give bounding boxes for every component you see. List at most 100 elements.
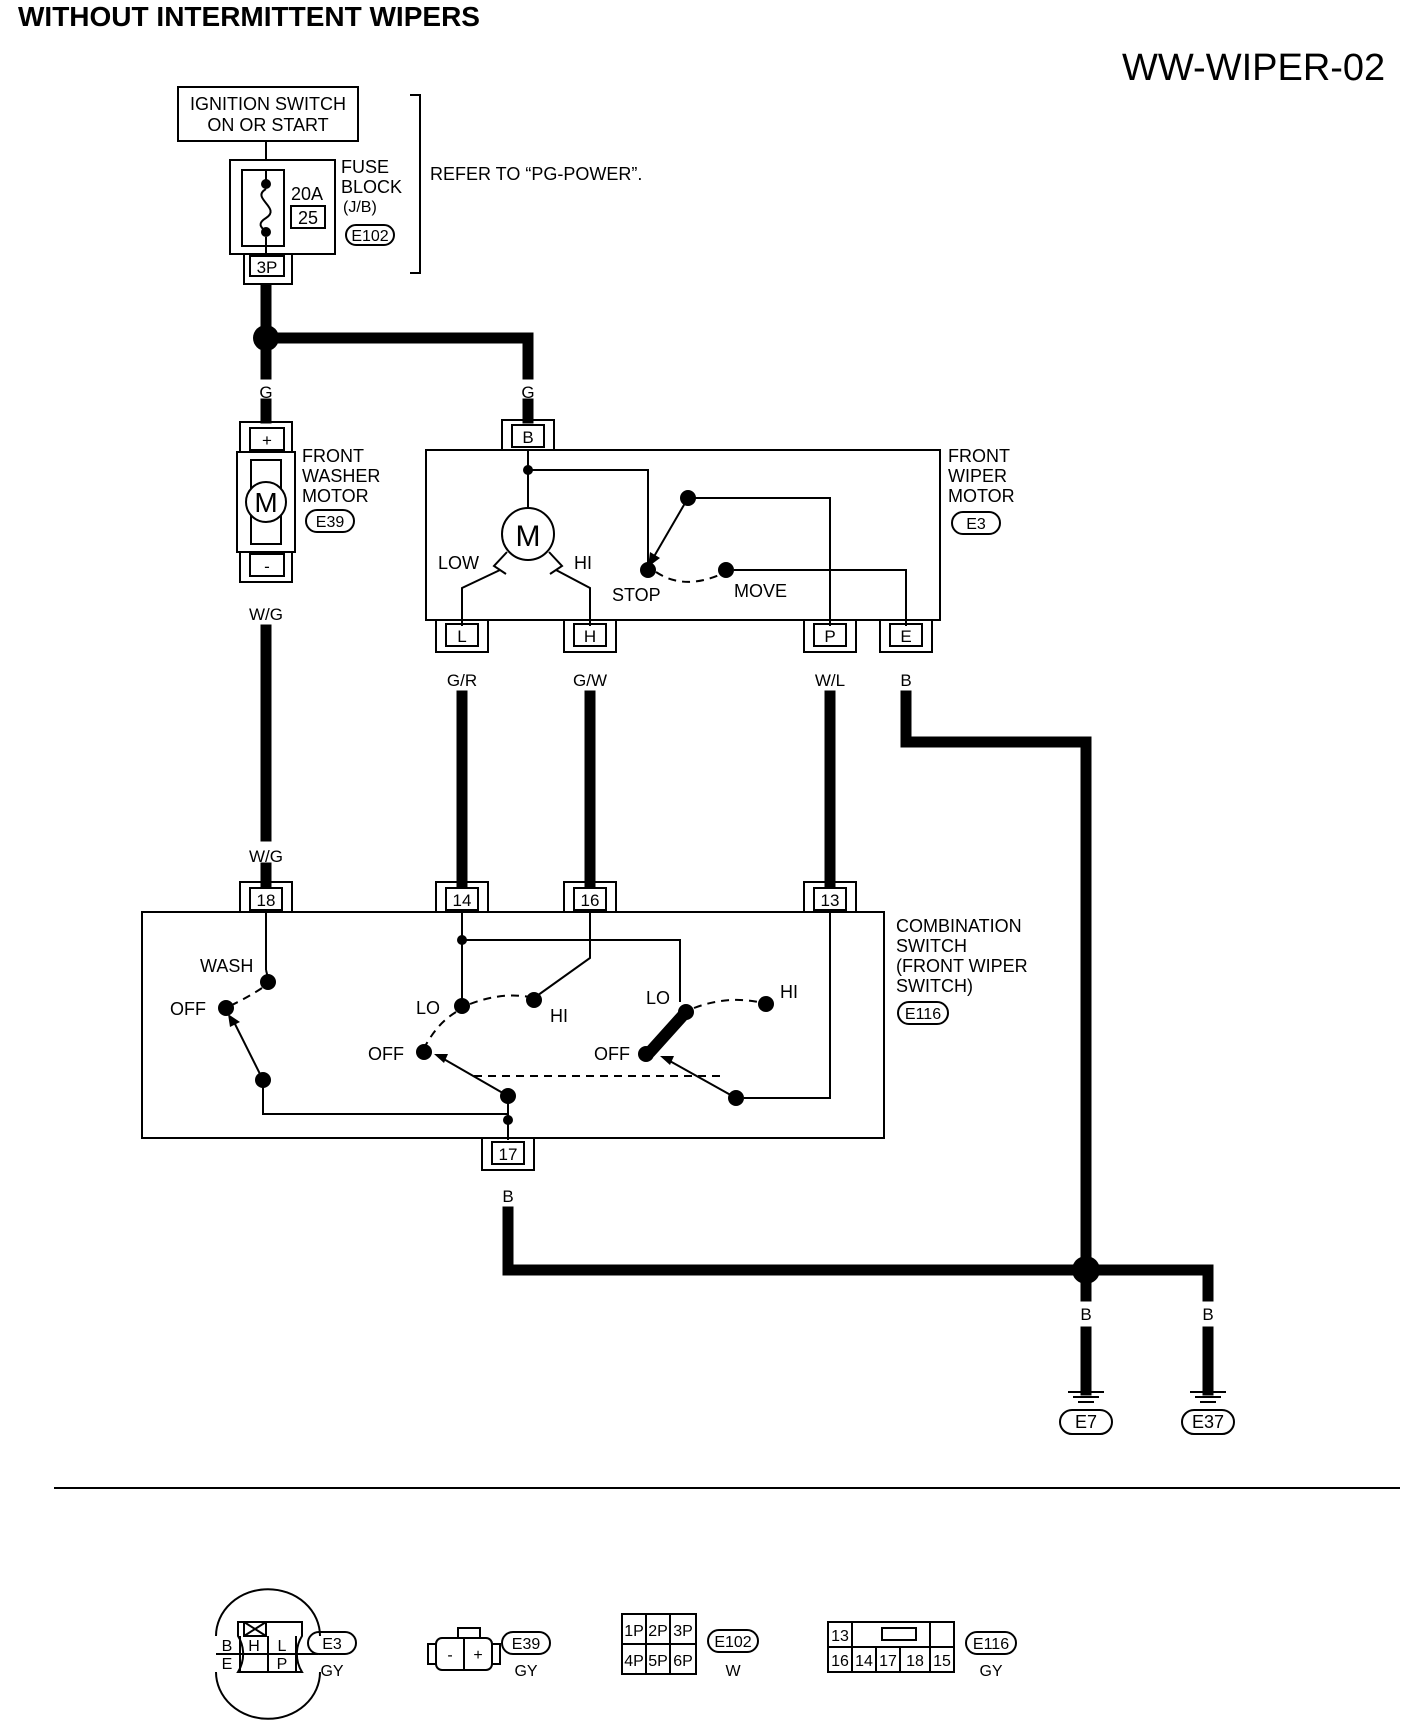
- e102-pin-4p: 4P: [624, 1653, 644, 1670]
- washer-connector-id: E39: [316, 514, 345, 531]
- e116-pin-18: 18: [906, 1653, 924, 1670]
- wire-label-b-e7: B: [1080, 1305, 1091, 1324]
- fuse-pin-3p: 3P: [257, 258, 278, 277]
- e3-pin-b: B: [222, 1638, 233, 1655]
- wire-label-g-left: G: [259, 383, 272, 402]
- wiper-pin-l: L: [457, 627, 466, 646]
- refer-note: REFER TO “PG-POWER”.: [430, 164, 642, 184]
- switch-label-2: SWITCH: [896, 936, 967, 956]
- e39-pin-minus: -: [447, 1647, 452, 1664]
- e3-pin-e: E: [222, 1656, 233, 1673]
- wiper-pin-b: B: [522, 428, 533, 447]
- e102-pin-1p: 1P: [624, 1623, 644, 1640]
- diagram-code: WW-WIPER-02: [1122, 47, 1385, 89]
- e102-view-color: W: [725, 1663, 741, 1680]
- e3-view-id: E3: [322, 1636, 342, 1653]
- wiper-connector-id: E3: [966, 516, 986, 533]
- switch-lo-1: LO: [416, 998, 440, 1018]
- ignition-label-2: ON OR START: [207, 115, 328, 135]
- fuse-amperage: 20A: [291, 184, 323, 204]
- switch-lo-2: LO: [646, 988, 670, 1008]
- switch-off-1: OFF: [170, 999, 206, 1019]
- wire-label-b-17: B: [502, 1187, 513, 1206]
- connector-view-e102: 1P 2P 3P 4P 5P 6P E102 W: [621, 1613, 759, 1680]
- wire-label-wg-top: W/G: [249, 605, 283, 624]
- washer-minus: -: [264, 557, 270, 576]
- switch-hi-2: HI: [780, 982, 798, 1002]
- fuse-block-label-2: BLOCK: [341, 177, 402, 197]
- e116-view-color: GY: [979, 1663, 1002, 1680]
- switch-off-2: OFF: [368, 1044, 404, 1064]
- diagram-title: WITHOUT INTERMITTENT WIPERS: [18, 1, 480, 32]
- wiper-low-label: LOW: [438, 553, 479, 573]
- e116-view-id: E116: [973, 1636, 1009, 1653]
- combination-switch: 18 14 16 13 WASH OFF: [141, 881, 1028, 1171]
- wire-label-wg-bottom: W/G: [249, 847, 283, 866]
- e116-pin-16: 16: [831, 1653, 849, 1670]
- front-wiper-motor: B M LOW HI STOP MOVE FRONT WIPER MOTOR E…: [425, 419, 1015, 653]
- switch-label-3: (FRONT WIPER: [896, 956, 1028, 976]
- wiper-hi-label: HI: [574, 553, 592, 573]
- wiper-label-1: FRONT: [948, 446, 1010, 466]
- ground-e7: E7: [1059, 1391, 1113, 1435]
- switch-wash-label: WASH: [200, 956, 253, 976]
- fuse-block-label-3: (J/B): [343, 199, 377, 216]
- e116-pin-15: 15: [933, 1653, 951, 1670]
- wiper-label-3: MOTOR: [948, 486, 1015, 506]
- e102-pin-5p: 5P: [648, 1653, 668, 1670]
- e116-pin-13: 13: [831, 1628, 849, 1645]
- wiper-label-2: WIPER: [948, 466, 1007, 486]
- washer-label-1: FRONT: [302, 446, 364, 466]
- fuse-icon: [259, 188, 272, 233]
- fuse-block-label-1: FUSE: [341, 157, 389, 177]
- e39-view-id: E39: [512, 1636, 541, 1653]
- wiper-motor-icon: [501, 507, 555, 561]
- wiper-pin-h: H: [584, 627, 596, 646]
- fuse-block: 20A 25 FUSE BLOCK (J/B) E102 3P: [229, 157, 402, 285]
- wiper-move-label: MOVE: [734, 581, 787, 601]
- switch-pin-14: 14: [453, 891, 472, 910]
- connector-view-e39: - + E39 GY: [427, 1627, 551, 1680]
- ignition-switch: IGNITION SWITCH ON OR START: [177, 86, 359, 142]
- switch-hi-1: HI: [550, 1006, 568, 1026]
- switch-pin-18: 18: [257, 891, 276, 910]
- connector-view-e116: 13 16 14 17 18 15 E116 GY: [827, 1621, 1017, 1680]
- e3-pin-p: P: [277, 1656, 288, 1673]
- switch-off-3: OFF: [594, 1044, 630, 1064]
- wire-label-g-right: G: [521, 383, 534, 402]
- e102-view-id: E102: [714, 1634, 751, 1651]
- wire-label-b-e: B: [900, 671, 911, 690]
- ground-e37-label: E37: [1192, 1412, 1224, 1432]
- switch-pin-17: 17: [499, 1145, 518, 1164]
- switch-pin-16: 16: [581, 891, 600, 910]
- switch-connector-id: E116: [905, 1006, 941, 1023]
- ground-e37: E37: [1181, 1391, 1235, 1435]
- e116-pin-17: 17: [879, 1653, 897, 1670]
- washer-label-2: WASHER: [302, 466, 380, 486]
- fuse-connector-id: E102: [351, 228, 388, 245]
- e102-pin-2p: 2P: [648, 1623, 668, 1640]
- e39-view-color: GY: [514, 1663, 537, 1680]
- washer-motor-letter: M: [254, 487, 277, 518]
- wire-label-b-e37: B: [1202, 1305, 1213, 1324]
- wiper-pin-p: P: [824, 627, 835, 646]
- e39-pin-plus: +: [473, 1647, 482, 1664]
- e116-pin-14: 14: [855, 1653, 873, 1670]
- wiper-stop-label: STOP: [612, 585, 661, 605]
- wire-label-wl: W/L: [815, 671, 845, 690]
- washer-motor-icon: [245, 481, 287, 523]
- e3-view-color: GY: [320, 1663, 343, 1680]
- wiper-pin-e: E: [900, 627, 911, 646]
- ignition-label-1: IGNITION SWITCH: [190, 94, 346, 114]
- e3-pin-l: L: [278, 1638, 287, 1655]
- switch-label-1: COMBINATION: [896, 916, 1022, 936]
- splice-top: [253, 325, 279, 351]
- connector-view-e3: B H L E P E3 GY: [215, 1588, 357, 1720]
- e3-pin-h: H: [248, 1638, 260, 1655]
- washer-plus: +: [262, 431, 272, 450]
- splice-ground: [1072, 1256, 1100, 1284]
- e102-pin-3p: 3P: [673, 1623, 693, 1640]
- e102-pin-6p: 6P: [673, 1653, 693, 1670]
- front-washer-motor: + M - FRONT WASHER MOTOR E39: [236, 421, 380, 583]
